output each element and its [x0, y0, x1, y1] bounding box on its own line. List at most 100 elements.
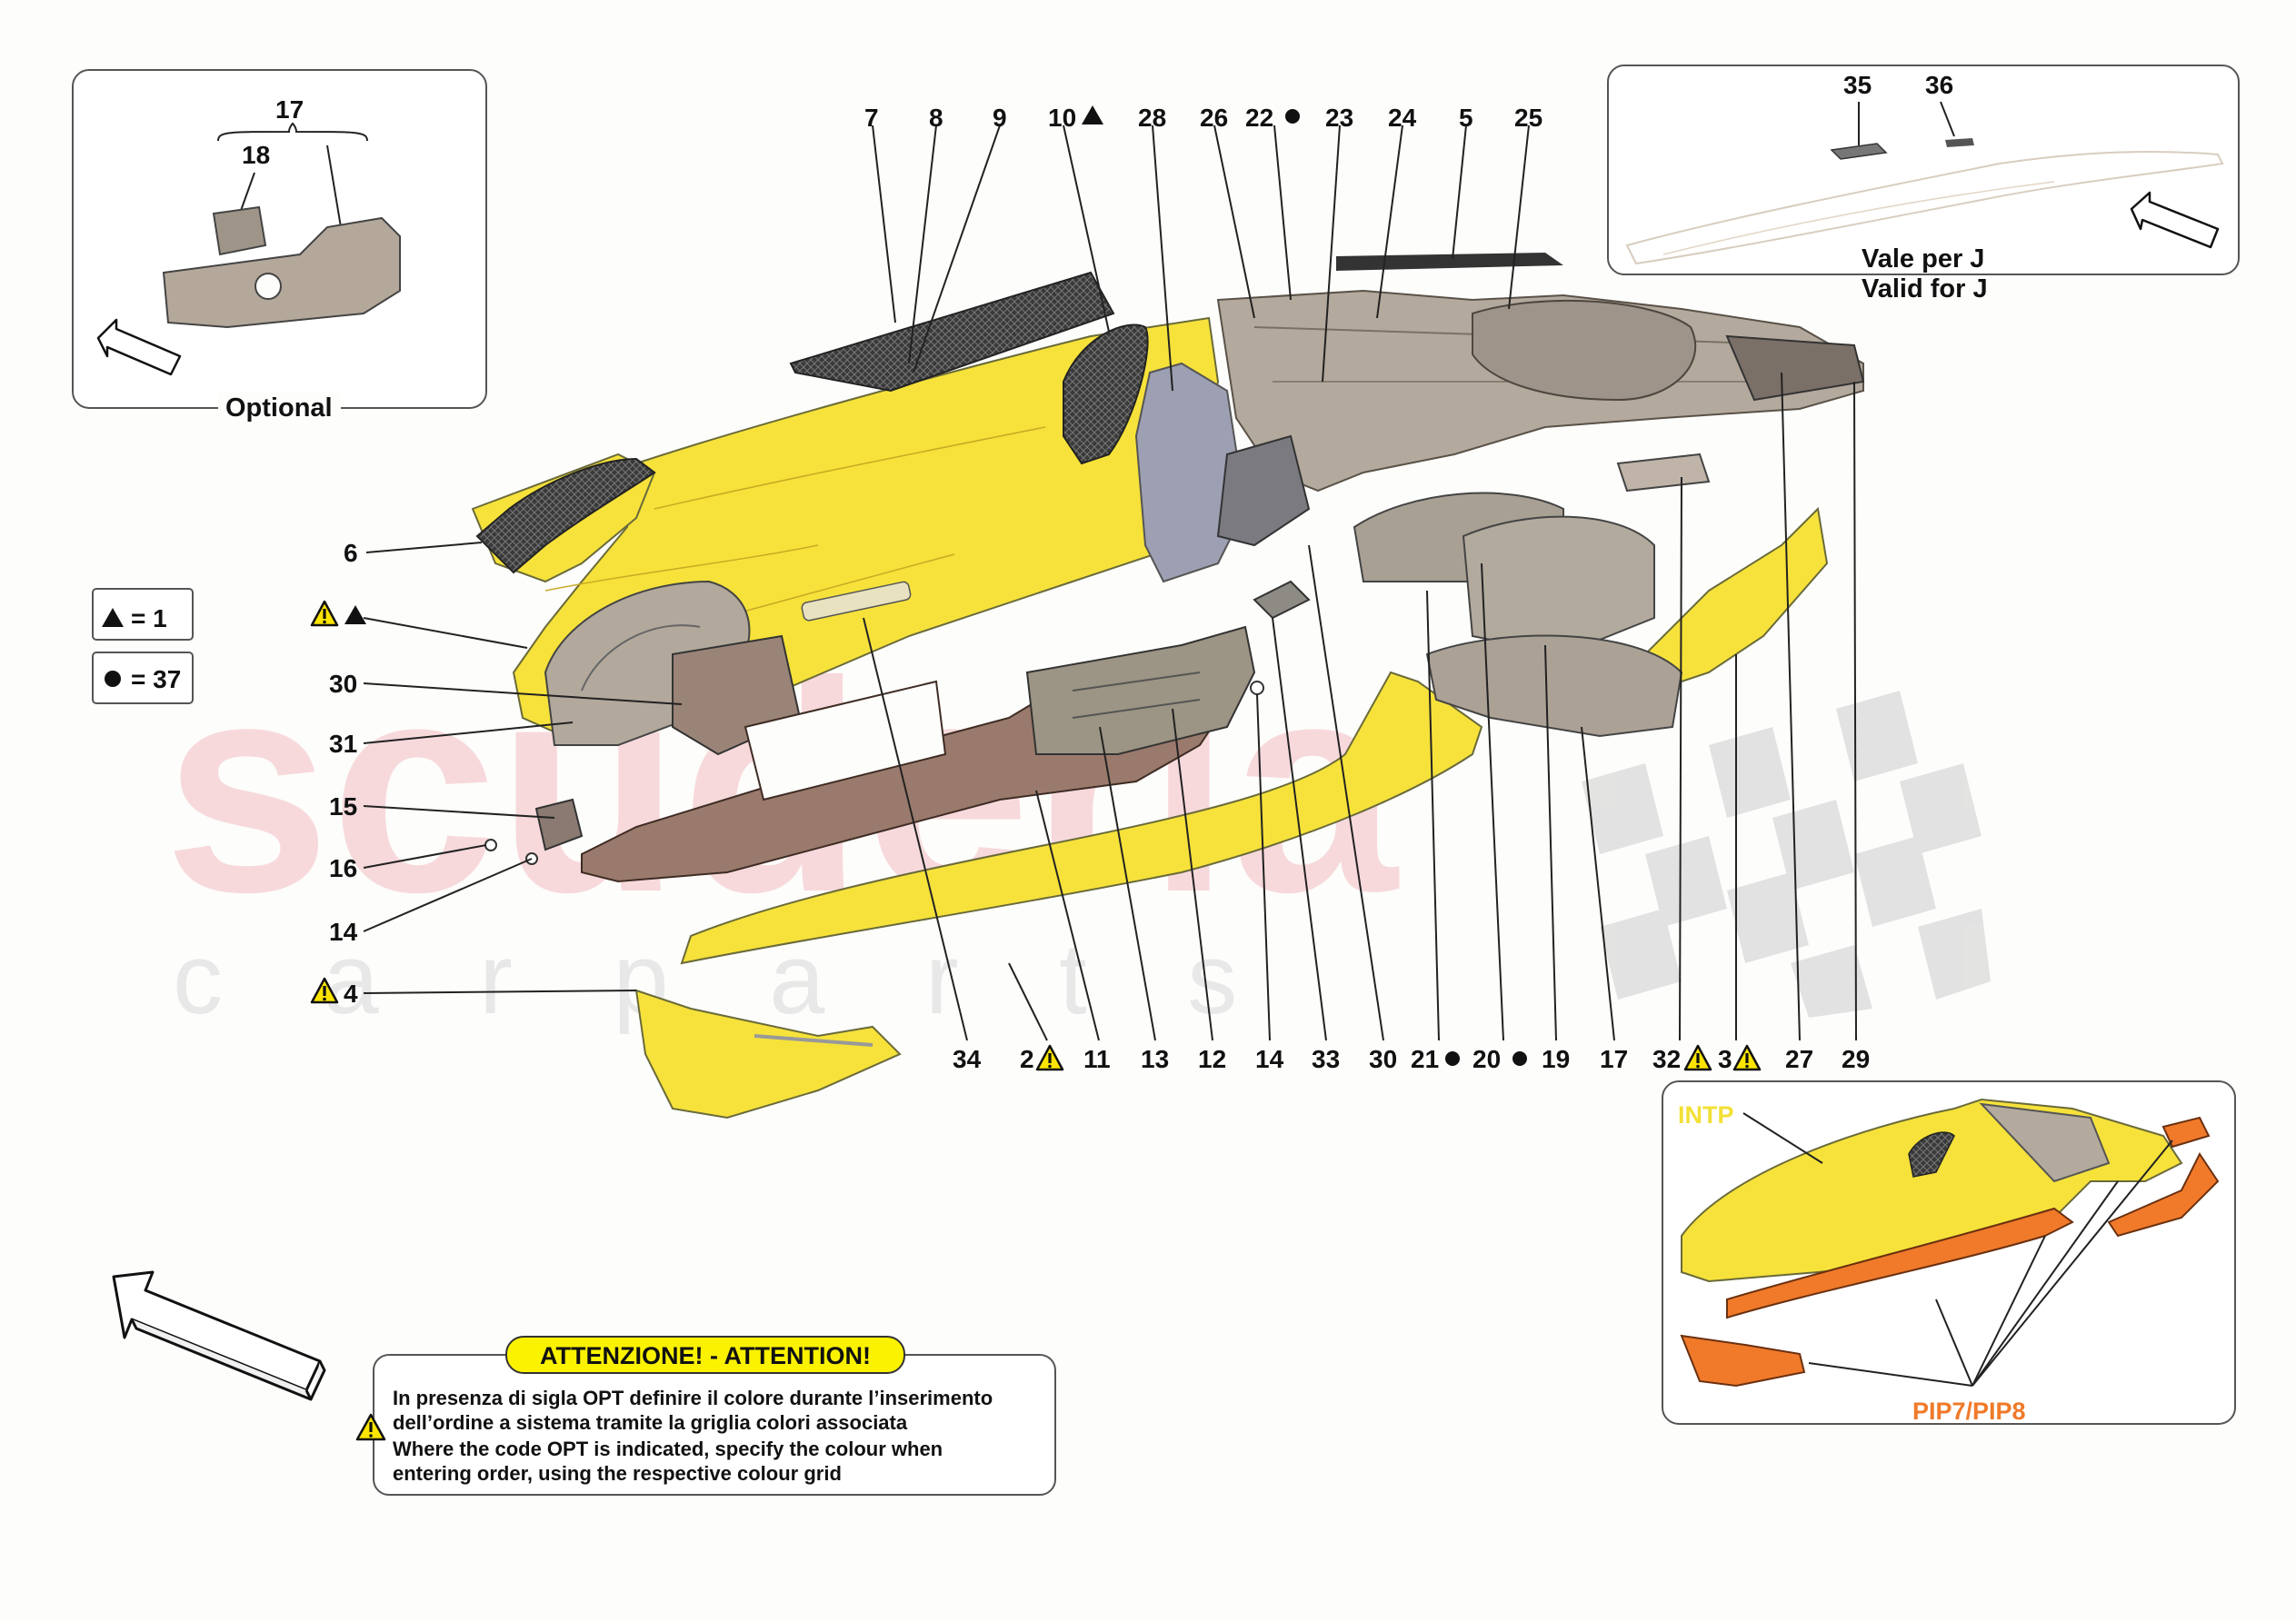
- optional-bezel-part: [212, 205, 267, 256]
- callout-12: 12: [1198, 1045, 1226, 1073]
- legend-triangle-text: = 1: [131, 604, 167, 632]
- warning-icon: [1035, 1044, 1064, 1071]
- inset-callout-35: 35: [1843, 71, 1872, 99]
- dot-icon: [105, 671, 121, 687]
- callout-34: 34: [953, 1045, 982, 1073]
- inset-optional: 17 18 Optional: [72, 69, 487, 423]
- callout-11: 11: [1083, 1045, 1111, 1073]
- attention-notice: [373, 1354, 1056, 1496]
- clip-36: [1945, 138, 1974, 147]
- warning-icon: [355, 1413, 386, 1441]
- callout-20: 20: [1472, 1045, 1501, 1073]
- legend-dot-box: [92, 652, 194, 704]
- inset-callout-36: 36: [1925, 71, 1953, 99]
- leader-lines: [363, 124, 1857, 1041]
- callouts-top: 7 8 9 10 28 26 22 23 24 5 25: [864, 104, 1542, 132]
- callout-14: 14: [329, 918, 358, 946]
- notice-line-en-2: entering order, using the respective col…: [393, 1462, 842, 1485]
- callout-31: 31: [329, 730, 357, 758]
- windscreen-vent-7: [789, 271, 1115, 393]
- column-shroud-mid: [1462, 515, 1655, 656]
- legend-dot-text: = 37: [131, 665, 181, 693]
- cluster-hood: [1472, 299, 1697, 402]
- callout-15: 15: [329, 792, 357, 821]
- callout-29: 29: [1842, 1045, 1870, 1073]
- callout-33: 33: [1312, 1045, 1340, 1073]
- valid-line1: Vale per J: [1862, 244, 1984, 274]
- warning-icon: [1732, 1044, 1762, 1071]
- bracket-15: [534, 798, 584, 851]
- column-shroud-lower: [1425, 634, 1683, 738]
- attention-title: ATTENZIONE! - ATTENTION!: [505, 1336, 905, 1374]
- callout-8: 8: [929, 104, 943, 132]
- arrow-icon: [96, 318, 182, 376]
- callout-25: 25: [1514, 104, 1542, 132]
- callout-4: 4: [344, 980, 358, 1008]
- legend: = 1 = 37: [92, 588, 194, 704]
- callout-27: 27: [1785, 1045, 1813, 1073]
- intp-label: INTP: [1678, 1101, 1734, 1129]
- gts-badge: [801, 581, 912, 622]
- callout-24: 24: [1388, 104, 1417, 132]
- knee-panel-4: [634, 989, 902, 1119]
- pip-lower-trim: [1726, 1207, 2074, 1319]
- triangle-icon: [1082, 105, 1103, 124]
- inset-variants: INTP PIP7/PIP8: [1662, 1080, 2236, 1425]
- callout-26: 26: [1200, 104, 1228, 132]
- pip-right-trim: [2107, 1152, 2220, 1238]
- callout-30b: 30: [1369, 1045, 1397, 1073]
- callout-14b: 14: [1255, 1045, 1284, 1073]
- callout-17: 17: [1600, 1045, 1628, 1073]
- callout-19: 19: [1542, 1045, 1570, 1073]
- triangle-icon: [102, 608, 124, 627]
- callouts-bottom: 34 2 11 13 12 14 33 30 21 20 19 17 32 3 …: [953, 1044, 1870, 1073]
- pip-top-trim: [2161, 1116, 2211, 1149]
- callout-3: 3: [1718, 1045, 1732, 1073]
- callout-5: 5: [1459, 104, 1473, 132]
- warning-icon: [310, 600, 339, 627]
- valid-line2: Valid for J: [1862, 274, 1988, 304]
- callout-23: 23: [1325, 104, 1353, 132]
- dot-icon: [1512, 1051, 1527, 1066]
- left-speaker-grille: [475, 457, 656, 574]
- optional-label: Optional: [225, 393, 333, 423]
- notice-line-en-1: Where the code OPT is indicated, specify…: [393, 1438, 943, 1460]
- pip-label: PIP7/PIP8: [1912, 1398, 2026, 1425]
- warning-icon: [1683, 1044, 1712, 1071]
- clip-33: [1253, 580, 1311, 620]
- orientation-arrow-icon: [112, 1270, 322, 1392]
- callout-13: 13: [1141, 1045, 1169, 1073]
- side-vent-grille: [1063, 323, 1149, 465]
- pip-knee-panel: [1680, 1334, 1806, 1388]
- dot-icon: [1445, 1051, 1460, 1066]
- optional-cover-part: [162, 216, 401, 329]
- callout-32: 32: [1652, 1045, 1681, 1073]
- inset-callout-18: 18: [242, 141, 270, 169]
- callout-22: 22: [1245, 104, 1273, 132]
- notice-line-it-2: dell’ordine a sistema tramite la griglia…: [393, 1411, 908, 1434]
- triangle-icon: [344, 605, 366, 624]
- callout-21: 21: [1411, 1045, 1439, 1073]
- right-vent-27: [1725, 334, 1865, 402]
- inset-valid-j: 35 36 Vale per J: [1607, 65, 2240, 275]
- callout-16: 16: [329, 854, 357, 882]
- hvac-module: [1025, 625, 1256, 755]
- callout-10: 10: [1048, 104, 1076, 132]
- callouts-left: 6 30 31 15 16 14 4: [310, 539, 366, 1008]
- notice-line-it-1: In presenza di sigla OPT definire il col…: [393, 1387, 993, 1409]
- dashboard-ghost-outline: [1625, 151, 2224, 265]
- callout-6: 6: [344, 539, 358, 567]
- callout-7: 7: [864, 104, 879, 132]
- bracket-35: [1830, 143, 1888, 160]
- arrow-icon: [2130, 191, 2220, 249]
- lower-trim-yellow: [680, 671, 1483, 965]
- intp-vent: [1908, 1131, 1955, 1178]
- main-assembly: [471, 253, 1865, 1119]
- trim-strip-5: [1336, 253, 1563, 271]
- callout-9: 9: [993, 104, 1007, 132]
- callout-30: 30: [329, 670, 357, 698]
- checkered-flag: [1582, 691, 1991, 1018]
- center-duct-28: [1134, 362, 1247, 583]
- cross-beam-window: [744, 680, 947, 801]
